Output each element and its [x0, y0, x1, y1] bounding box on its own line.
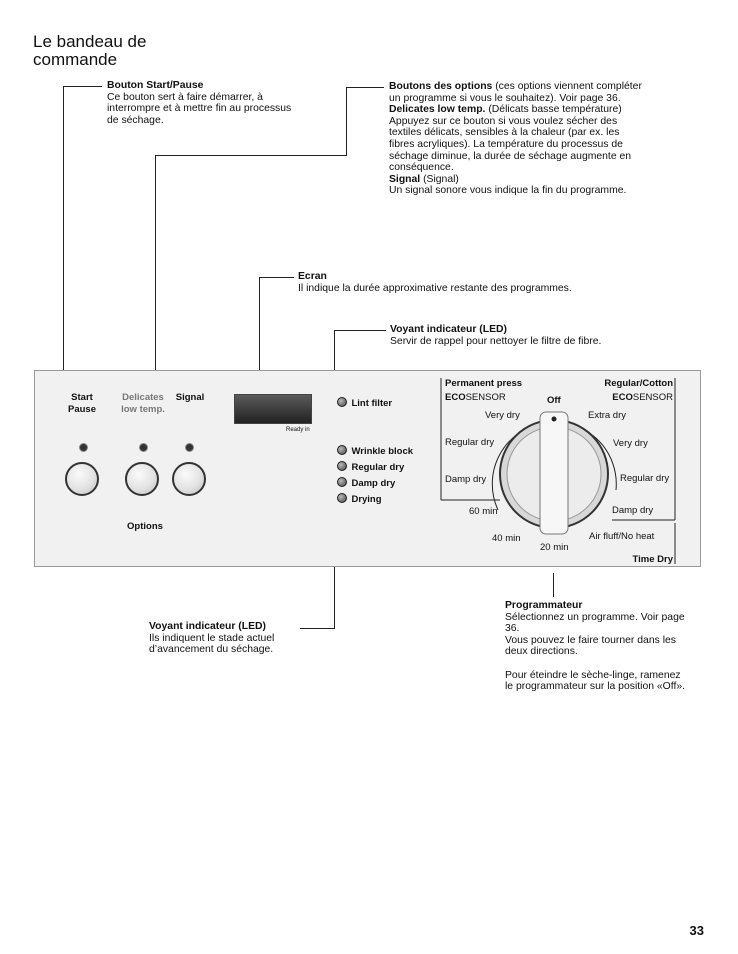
note-start-pause-body: Ce bouton sert à faire démarrer, à inter…	[107, 91, 292, 126]
eco-left-bold: ECO	[445, 392, 466, 403]
page-title-line2: commande	[33, 50, 118, 69]
signal-button[interactable]	[172, 462, 206, 496]
dial-40-min[interactable]: 40 min	[492, 533, 521, 544]
signal-led	[185, 443, 194, 452]
signal-label: Signal	[175, 392, 205, 403]
leader-line	[63, 86, 64, 386]
note-start-pause-heading: Bouton Start/Pause	[107, 80, 204, 91]
time-dry-label: Time Dry	[632, 554, 673, 565]
start-pause-button[interactable]	[65, 462, 99, 496]
leader-line	[334, 513, 335, 629]
lint-filter-indicator: Lint filter	[337, 393, 392, 411]
note-signal-heading: Signal	[389, 173, 421, 185]
leader-line	[259, 277, 294, 278]
led-icon	[337, 492, 347, 503]
eco-right-bold: ECO	[612, 392, 633, 403]
led-icon	[337, 396, 347, 407]
regular-cotton-label: Regular/Cotton	[604, 378, 673, 389]
note-programmateur-heading: Programmateur	[505, 600, 583, 611]
dial-20-min[interactable]: 20 min	[540, 542, 569, 553]
note-programmateur-body3: Pour éteindre le sèche-linge, ramenez le…	[505, 669, 685, 693]
note-options-heading-suffix: (ces options viennent compléter un progr…	[389, 81, 642, 104]
page-title-line1: Le bandeau de	[33, 32, 147, 51]
led-icon	[337, 476, 347, 487]
wrinkle-block-indicator: Wrinkle block	[337, 441, 413, 459]
lint-filter-label: Lint filter	[351, 398, 393, 409]
note-delicates-heading: Delicates low temp.	[389, 104, 486, 116]
options-label: Options	[127, 521, 163, 532]
dial-extra-dry[interactable]: Extra dry	[588, 410, 627, 421]
note-signal-suffix: (Signal)	[420, 173, 459, 185]
regular-dry-indicator: Regular dry	[337, 457, 404, 475]
damp-dry-label: Damp dry	[351, 478, 396, 489]
note-delicates-suffix: (Délicats basse température)	[485, 104, 622, 116]
dial-very-dry-left[interactable]: Very dry	[485, 410, 520, 421]
note-ecran-body: Il indique la durée approximative restan…	[298, 282, 572, 294]
ecosensor-left-label: ECOSENSOR	[445, 392, 506, 403]
note-voyant-bottom: Voyant indicateur (LED) Ils indiquent le…	[149, 621, 309, 656]
led-icon	[337, 460, 347, 471]
leader-line	[334, 330, 386, 331]
leader-line	[553, 573, 554, 597]
ecosensor-right-label: ECOSENSOR	[597, 392, 673, 403]
time-display	[234, 394, 312, 424]
note-signal-body: Un signal sonore vous indique la fin du …	[389, 185, 627, 197]
start-led	[79, 443, 88, 452]
note-start-pause: Bouton Start/Pause Ce bouton sert à fair…	[107, 80, 297, 126]
leader-line	[346, 87, 384, 88]
wrinkle-block-label: Wrinkle block	[351, 446, 414, 457]
dial-regular-dry-right[interactable]: Regular dry	[620, 473, 670, 484]
pause-label: Pause	[68, 403, 96, 415]
ready-in-label: Ready in	[286, 427, 310, 433]
note-voyant-top-body: Servir de rappel pour nettoyer le filtre…	[390, 335, 602, 347]
dial-air-fluff[interactable]: Air fluff/No heat	[589, 531, 655, 542]
sensor-right: SENSOR	[632, 392, 673, 403]
dial-damp-dry-right[interactable]: Damp dry	[612, 505, 654, 516]
permanent-press-label: Permanent press	[445, 378, 523, 389]
leader-line	[334, 330, 335, 390]
note-programmateur: Programmateur Sélectionnez un programme.…	[505, 600, 690, 693]
regular-dry-label: Regular dry	[351, 462, 405, 473]
drying-label: Drying	[351, 494, 382, 505]
leader-line	[346, 87, 347, 155]
page-title: Le bandeau de commande	[33, 33, 146, 69]
note-voyant-top: Voyant indicateur (LED) Servir de rappel…	[390, 324, 650, 347]
delicates-label: Delicates low temp.	[114, 392, 172, 415]
program-dial-graphic	[440, 378, 676, 564]
leader-line	[300, 628, 335, 629]
leader-line	[63, 86, 102, 87]
page-number: 33	[689, 923, 704, 938]
note-programmateur-body2: Vous pouvez le faire tourner dans les de…	[505, 634, 676, 658]
note-options: Boutons des options (ces options viennen…	[389, 81, 647, 197]
damp-dry-indicator: Damp dry	[337, 473, 395, 491]
start-label: Start	[71, 392, 93, 403]
delicates-label-line2: low temp.	[121, 403, 165, 415]
note-voyant-bottom-heading: Voyant indicateur (LED)	[149, 621, 267, 632]
note-ecran: Ecran Il indique la durée approximative …	[298, 271, 618, 294]
led-icon	[337, 444, 347, 455]
drying-indicator: Drying	[337, 489, 382, 507]
sensor-left: SENSOR	[465, 392, 506, 403]
note-voyant-bottom-body: Ils indiquent le stade actuel d’avanceme…	[149, 632, 275, 656]
note-delicates-body: Appuyez sur ce bouton si vous voulez séc…	[389, 115, 632, 174]
dial-60-min[interactable]: 60 min	[469, 506, 498, 517]
note-programmateur-body1: Sélectionnez un programme. Voir page 36.	[505, 611, 685, 635]
dial-damp-dry-left[interactable]: Damp dry	[445, 474, 487, 485]
leader-line	[155, 155, 156, 387]
leader-line	[259, 277, 260, 389]
leader-line	[155, 155, 347, 156]
delicates-led	[139, 443, 148, 452]
note-voyant-top-heading: Voyant indicateur (LED)	[390, 324, 508, 335]
note-ecran-heading: Ecran	[298, 271, 327, 282]
delicates-button[interactable]	[125, 462, 159, 496]
delicates-label-line1: Delicates	[122, 392, 164, 403]
start-pause-label: Start Pause	[62, 392, 102, 415]
note-options-heading: Boutons des options	[389, 81, 493, 92]
dial-regular-dry-left[interactable]: Regular dry	[445, 437, 495, 448]
dial-off-label[interactable]: Off	[547, 395, 561, 406]
dial-very-dry-right[interactable]: Very dry	[613, 438, 648, 449]
